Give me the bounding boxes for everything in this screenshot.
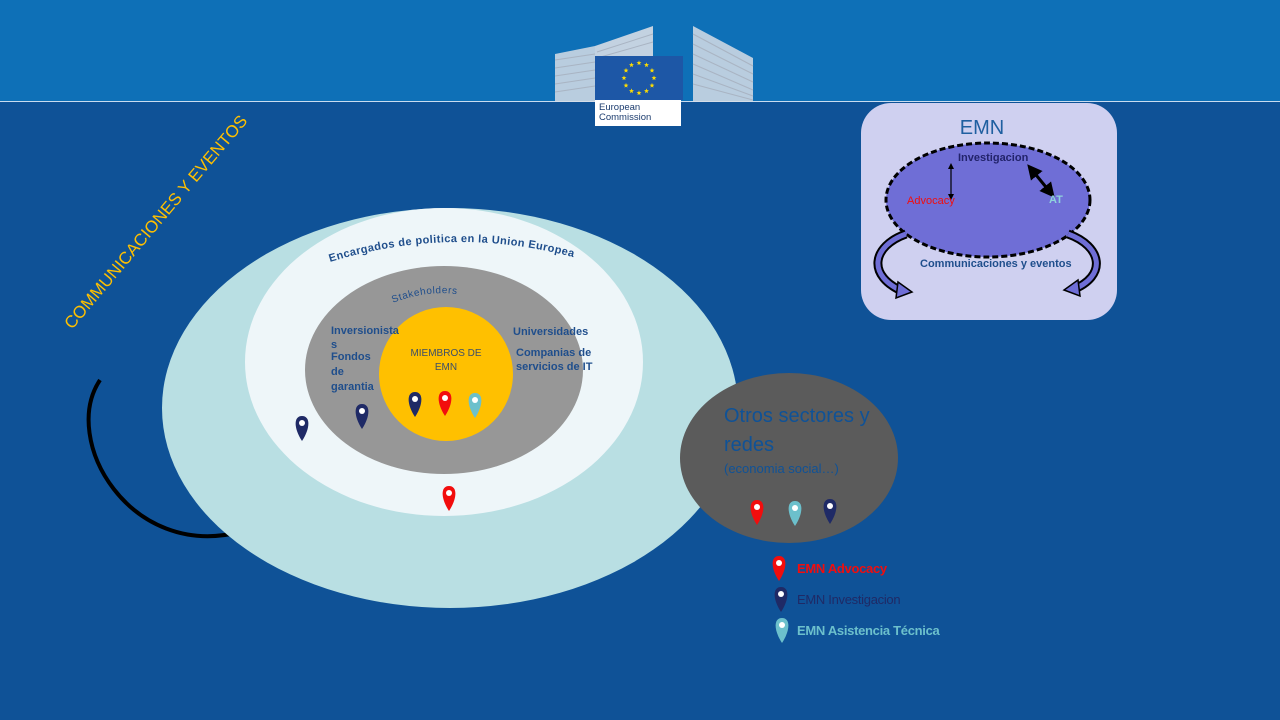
eu-star-icon bbox=[644, 62, 649, 68]
stakeholder-it-line1: Companias de bbox=[516, 347, 592, 359]
stakeholder-universities: Universidades bbox=[513, 326, 589, 338]
eu-star-icon bbox=[644, 88, 649, 94]
eu-star-icon bbox=[651, 75, 657, 81]
eu-star-icon bbox=[636, 60, 642, 66]
legend-pin-advocacy-icon bbox=[772, 556, 786, 581]
core-label-line1: MIEMBROS DE bbox=[410, 348, 482, 359]
stakeholder-it-line2: servicios de IT bbox=[516, 361, 593, 373]
eu-star-icon bbox=[623, 67, 629, 73]
eu-star-icon bbox=[649, 67, 655, 73]
members-core bbox=[379, 307, 513, 441]
legend-asistencia-label: EMN Asistencia Técnica bbox=[797, 623, 940, 638]
legend-advocacy-label: EMN Advocacy bbox=[797, 561, 887, 576]
logo-caption-line1: European bbox=[599, 102, 641, 113]
other-sectors-title-line1: Otros sectores y bbox=[724, 405, 870, 427]
eu-stars-icon bbox=[621, 60, 657, 96]
at-link-arrow-icon bbox=[1027, 164, 1055, 198]
stakeholder-funds-line1: Fondos bbox=[331, 351, 371, 363]
emn-comms-label: Communicaciones y eventos bbox=[920, 258, 1072, 270]
eu-star-icon bbox=[623, 82, 629, 88]
stakeholder-investors-line2: s bbox=[331, 339, 338, 351]
stakeholder-funds-line2: de bbox=[331, 366, 344, 378]
other-sectors-subtitle: (economia social…) bbox=[724, 461, 839, 476]
legend-pin-asistencia-icon bbox=[775, 618, 789, 643]
eu-star-icon bbox=[621, 75, 627, 81]
core-label-line2: EMN bbox=[434, 362, 458, 373]
stakeholder-funds-line3: garantia bbox=[331, 381, 374, 393]
emn-investigacion-label: Investigacion bbox=[958, 152, 1029, 164]
right-cycle-arrow-head bbox=[1062, 278, 1081, 298]
stakeholder-investors-line1: Inversionista bbox=[331, 325, 399, 337]
berlaymont-building-icon bbox=[554, 26, 754, 102]
left-cycle-arrow-head bbox=[895, 280, 914, 300]
eu-star-icon bbox=[629, 88, 634, 94]
eu-star-icon bbox=[649, 82, 655, 88]
eu-star-icon bbox=[629, 62, 634, 68]
other-sectors-circle bbox=[680, 373, 898, 543]
legend-investigacion-label: EMN Investigacion bbox=[797, 592, 901, 607]
legend-pin-investigacion-icon bbox=[774, 587, 788, 612]
european-commission-logo bbox=[554, 26, 754, 102]
right-cycle-arrow-icon bbox=[1067, 231, 1099, 293]
other-sectors-title-line2: redes bbox=[724, 434, 775, 456]
emn-box-title: EMN bbox=[959, 117, 1005, 139]
logo-caption: European Commission bbox=[595, 100, 681, 126]
emn-at-label: AT bbox=[1049, 194, 1063, 206]
emn-advocacy-label: Advocacy bbox=[907, 195, 955, 207]
eu-star-icon bbox=[636, 90, 642, 96]
logo-caption-line2: Commission bbox=[599, 112, 652, 123]
curved-arrow-icon bbox=[86, 378, 247, 540]
left-cycle-arrow-icon bbox=[875, 231, 907, 295]
